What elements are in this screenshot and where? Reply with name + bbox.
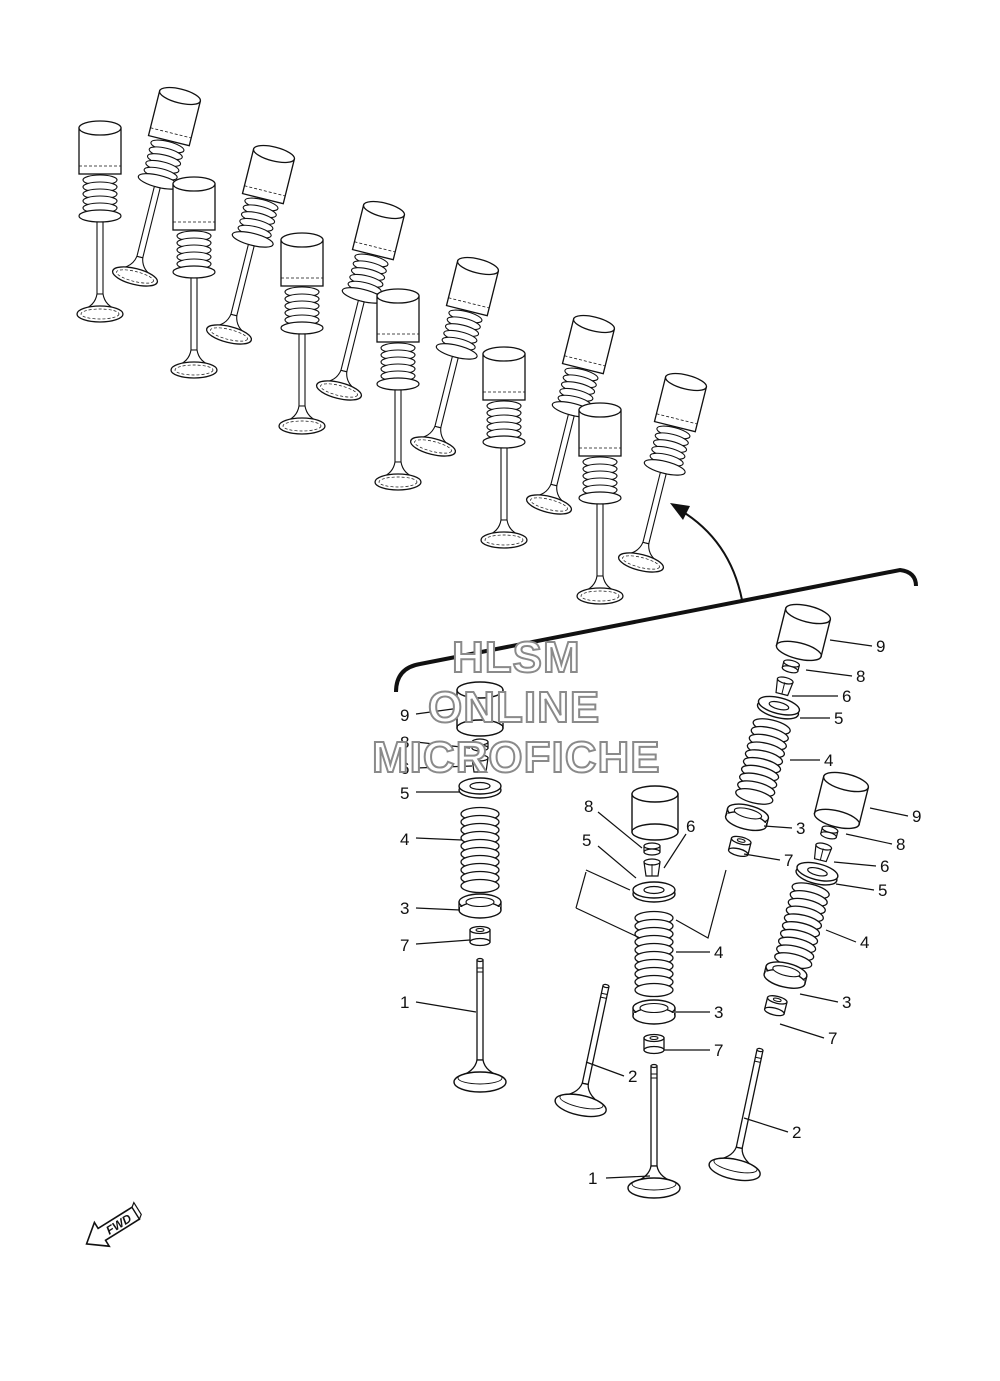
watermark-line-3: MICROFICHE	[371, 733, 661, 782]
callout-7: 7	[714, 1041, 723, 1060]
fwd-arrow-icon: FWD	[85, 1201, 142, 1248]
callout-6: 6	[880, 857, 889, 876]
callout-7: 7	[828, 1029, 837, 1048]
exploded-group-lower-right	[761, 767, 871, 1018]
assembled-valves-cluster	[76, 82, 711, 605]
callout-8: 8	[856, 667, 865, 686]
valve-stem-seal	[763, 993, 789, 1018]
callout-8: 8	[896, 835, 905, 854]
exhaust-valve	[706, 1042, 787, 1186]
callout-1: 1	[588, 1169, 597, 1188]
valve-spring	[460, 806, 500, 894]
valve-stem-seal	[643, 1033, 665, 1055]
callout-4: 4	[824, 751, 833, 770]
valve-cotter	[643, 858, 661, 877]
callout-5: 5	[878, 881, 887, 900]
spring-seat	[723, 799, 771, 835]
adjusting-pad	[643, 842, 661, 856]
callout-3: 3	[400, 899, 409, 918]
exploded-group-center	[627, 785, 681, 1199]
cylinder-head-bracket	[394, 567, 918, 693]
valve-spring	[733, 715, 793, 808]
valve-retainer	[754, 692, 802, 724]
callout-6: 6	[686, 817, 695, 836]
callout-3: 3	[714, 1003, 723, 1022]
valve-spring	[634, 910, 674, 998]
valve-retainer	[632, 881, 676, 903]
assembled-valve	[616, 368, 711, 577]
callout-9: 9	[912, 807, 921, 826]
curved-arrow-icon	[670, 503, 743, 601]
assembled-valve	[278, 232, 326, 435]
callout-4: 4	[400, 830, 409, 849]
callout-labels: 9 8 6 5 4 3 7 1 8 6 5 4 3 7 2 1 9 8 6 5 …	[400, 637, 921, 1188]
callout-7: 7	[784, 851, 793, 870]
exploded-group-upper-right	[723, 599, 833, 859]
exhaust-valve	[552, 978, 633, 1122]
assembled-valve	[170, 176, 218, 379]
callout-5: 5	[400, 784, 409, 803]
assembled-valve	[576, 402, 624, 605]
watermark-line-1: HLSM	[451, 633, 581, 682]
callout-2: 2	[628, 1067, 637, 1086]
watermark-line-2: ONLINE	[427, 683, 601, 732]
assembled-valve	[374, 288, 422, 491]
assembled-valve	[480, 346, 528, 549]
callout-6: 6	[842, 687, 851, 706]
adjusting-pad	[780, 658, 801, 675]
valve-lifter	[773, 599, 833, 665]
valve-spring	[772, 879, 832, 973]
valve-lifter	[631, 785, 679, 841]
callout-2: 2	[792, 1123, 801, 1142]
callout-5: 5	[582, 831, 591, 850]
callout-9: 9	[400, 706, 409, 725]
callout-9: 9	[876, 637, 885, 656]
callout-6: 6	[400, 759, 409, 778]
callout-7: 7	[400, 936, 409, 955]
valve-cotter	[811, 841, 833, 863]
callout-4: 4	[860, 933, 869, 952]
intake-valve	[453, 957, 507, 1093]
valve-lifter	[811, 767, 871, 833]
leader-lines	[415, 639, 909, 1179]
callout-5: 5	[834, 709, 843, 728]
callout-3: 3	[796, 819, 805, 838]
callout-8: 8	[584, 797, 593, 816]
assembled-valve	[76, 120, 124, 323]
callout-3: 3	[842, 993, 851, 1012]
valve-cotter	[773, 675, 795, 697]
callout-4: 4	[714, 943, 723, 962]
callout-8: 8	[400, 733, 409, 752]
spring-seat	[458, 893, 502, 919]
callout-1: 1	[400, 993, 409, 1012]
valve-stem-seal	[469, 925, 491, 947]
spring-seat	[632, 999, 676, 1025]
